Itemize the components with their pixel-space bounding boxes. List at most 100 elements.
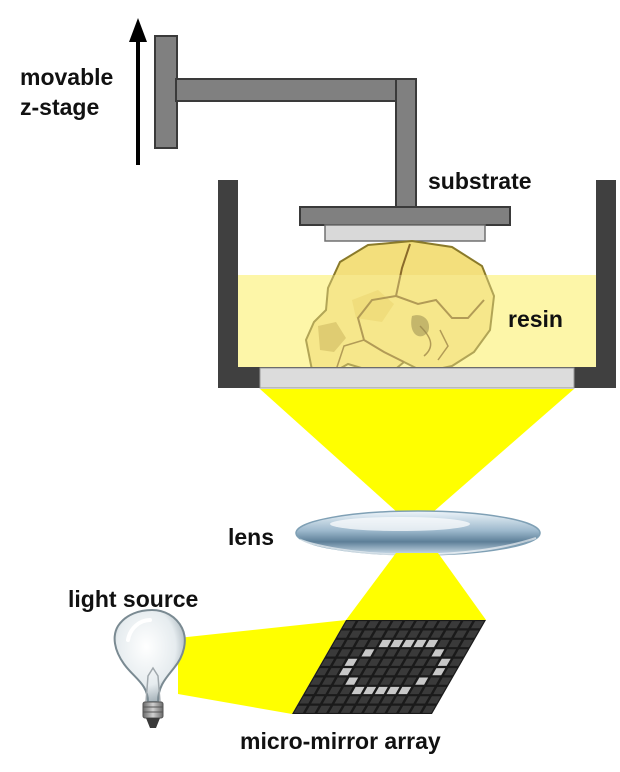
mirror-cell-off [426, 658, 439, 666]
mirror-cell-off [317, 705, 331, 713]
mirror-cell-off [339, 686, 353, 695]
mirror-cell-off [367, 658, 381, 666]
stage-label-line2: z-stage [20, 94, 100, 120]
substrate-plate [324, 224, 486, 242]
skull-icon [304, 239, 496, 374]
mirror-cell-off [418, 630, 432, 638]
mirror-cell-off [377, 621, 391, 629]
light-beam-lower [346, 553, 486, 620]
mirror-cell-off [375, 705, 389, 713]
mirror-cell-off [322, 696, 336, 704]
mirror-cell-off [360, 630, 374, 638]
mirror-cell-on [378, 639, 392, 648]
mirror-cell-off [321, 658, 334, 666]
mirror-cell-off [407, 630, 421, 638]
mirror-cell-off [381, 696, 395, 704]
mirror-cell-off [396, 649, 410, 657]
mirror-cell-off [346, 696, 360, 704]
mirror-cell-off [409, 686, 423, 695]
mirror-cell-off [354, 621, 368, 629]
mirror-cell-off [399, 705, 412, 713]
mirror-cell-off [380, 677, 394, 685]
mirror-cell-off [379, 658, 393, 666]
mirror-cell-off [366, 621, 379, 629]
mirror-cell-off [362, 668, 376, 676]
mirror-cell-off [328, 686, 342, 695]
mirror-cell-off [327, 668, 341, 676]
mirror-cell-off [420, 668, 434, 676]
mirror-cell-off [430, 630, 444, 638]
lens-icon [295, 510, 541, 556]
mirror-cell-off [352, 705, 366, 713]
mirror-cell-off [385, 668, 399, 676]
mirror-cell-off [427, 696, 441, 704]
mirror-cell-off [373, 649, 387, 657]
mirror-cell-off [349, 649, 363, 657]
mirror-cell-off [369, 696, 383, 704]
mirror-cell-off [447, 621, 461, 629]
mirror-cell-off [342, 621, 356, 629]
mirror-cell-off [395, 630, 409, 638]
mirror-cell-off [331, 639, 345, 648]
mirror-cell-off [454, 649, 468, 657]
mirror-cell-off [334, 696, 348, 704]
mirror-cell-off [348, 630, 362, 638]
mirror-cell-off [387, 705, 401, 713]
mirror-cell-off [459, 621, 473, 629]
mirror-cell-on [415, 677, 429, 685]
mirror-cell-off [453, 630, 467, 638]
mirror-cell-off [299, 696, 313, 704]
mirror-cell-off [424, 621, 438, 629]
mirror-cell-on [363, 686, 377, 695]
mirror-cell-on [374, 686, 388, 695]
mirror-cell-off [397, 668, 411, 676]
resin-label: resin [508, 306, 563, 332]
mirror-cell-off [426, 677, 440, 685]
mirror-cell-off [436, 639, 450, 648]
mirror-cell-off [350, 668, 364, 676]
substrate-holder [299, 206, 511, 226]
mirror-cell-on [398, 686, 412, 695]
micro-mirror-array [292, 620, 486, 714]
mirror-cell-off [332, 658, 346, 666]
mirror-cell-off [392, 696, 406, 704]
mirror-cell-on [431, 649, 445, 657]
stage-label-line1: movable [20, 64, 114, 90]
mirror-cell-off [444, 668, 457, 676]
mirror-cell-off [414, 658, 428, 666]
mirror-cell-on [425, 639, 439, 648]
mirror-cell-off [364, 705, 377, 713]
mirror-cell-on [345, 677, 359, 685]
lens-label: lens [228, 524, 275, 550]
mirror-cell-off [337, 630, 351, 638]
mirror-cell-off [366, 639, 380, 648]
mirror-cell-off [294, 705, 307, 713]
mirror-cell-off [449, 658, 463, 666]
mirror-cell-on [437, 658, 451, 666]
mirror-cell-on [344, 658, 358, 666]
mirror-cell-off [305, 705, 319, 713]
mirror-cell-on [351, 686, 365, 695]
mirror-cell-off [355, 639, 369, 648]
mirror-cell-off [419, 649, 433, 657]
light-beam-upper [260, 389, 574, 513]
mirror-cell-on [432, 668, 446, 676]
mirror-cell-off [416, 696, 430, 704]
mirror-cell-off [343, 639, 357, 648]
mirror-cell-off [401, 621, 414, 629]
mirror-cell-on [339, 668, 352, 676]
arrow-up-icon [129, 18, 147, 165]
mirror-cell-off [326, 649, 340, 657]
mirror-cell-off [372, 630, 386, 638]
mirror-cell-off [384, 649, 398, 657]
mirror-cell-off [443, 649, 457, 657]
mirror-cell-off [412, 621, 426, 629]
mirror-cell-off [403, 677, 417, 685]
light-bulb-icon [113, 608, 186, 728]
mirror-cell-off [402, 658, 416, 666]
mirror-cell-off [422, 705, 436, 713]
mirror-cell-off [368, 677, 382, 685]
mirror-cell-off [321, 677, 335, 685]
